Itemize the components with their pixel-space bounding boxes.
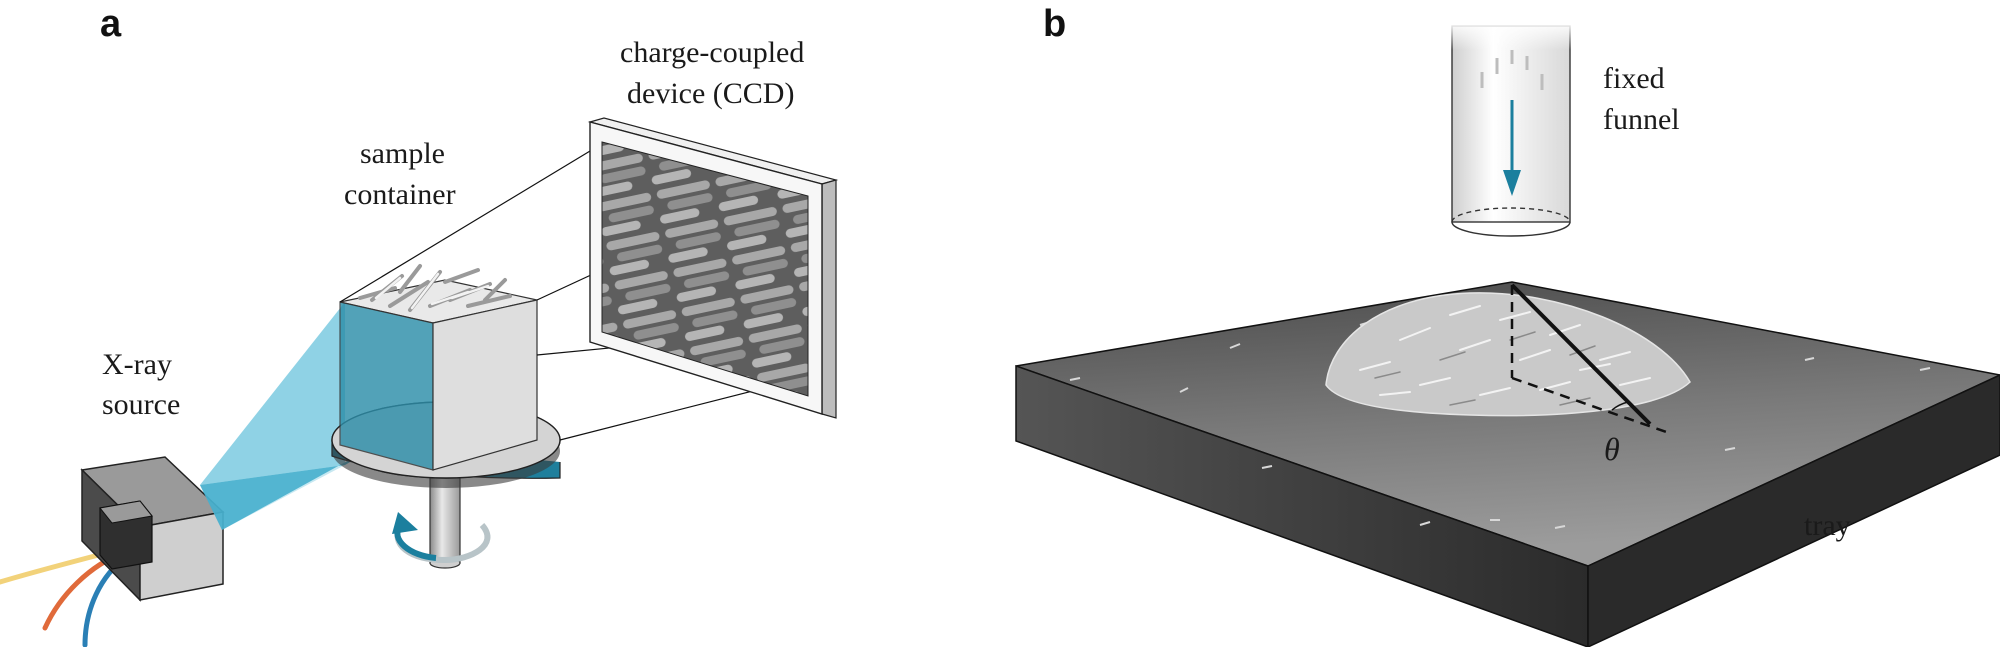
sample-rods-light: [374, 272, 490, 310]
panel-b-letter: b: [1043, 3, 1066, 45]
xray-source: [80, 456, 225, 602]
falling-grains: [1480, 50, 1544, 90]
fixed-funnel: [1450, 22, 1572, 237]
rotation-arrowhead: [392, 512, 418, 534]
funnel-label-line2: funnel: [1603, 103, 1680, 136]
ccd-label-line2: device (CCD): [627, 77, 794, 110]
granular-pile: [1325, 292, 1691, 417]
sample-container-label: sample container: [344, 137, 456, 211]
angle-arc: [1611, 401, 1629, 411]
slope-line: [1510, 283, 1652, 426]
ccd-label: charge-coupled device (CCD): [620, 36, 804, 110]
panel-b: b: [1015, 3, 2000, 647]
xray-source-label: X-ray source: [102, 348, 180, 421]
ccd-image: [601, 141, 809, 397]
sample-container-front: [339, 301, 434, 471]
tray-side: [1587, 374, 2000, 647]
xray-source-label-line1: X-ray: [102, 348, 172, 381]
flow-arrowhead: [1503, 170, 1521, 196]
sample-container-label-line2: container: [344, 178, 456, 211]
angle-label: θ: [1604, 431, 1620, 467]
sample-container-label-line1: sample: [360, 137, 445, 170]
panel-a: a: [0, 3, 839, 647]
funnel-label: fixed funnel: [1603, 62, 1680, 136]
sample-container-side: [432, 299, 538, 471]
turntable-pole: [429, 477, 461, 564]
angle-construction: [1510, 283, 1673, 436]
sample-container: [339, 264, 538, 471]
tray: [1015, 281, 2000, 647]
base-dashed-line: [1511, 376, 1673, 436]
funnel-label-line1: fixed: [1603, 62, 1665, 95]
xray-source-side: [139, 511, 224, 601]
panel-a-letter: a: [100, 3, 122, 45]
ccd-detector: [587, 117, 839, 419]
tray-front: [1015, 364, 1589, 647]
tray-label: tray: [1804, 509, 1851, 542]
xray-beam: [200, 302, 440, 530]
ccd-label-line1: charge-coupled: [620, 36, 804, 69]
xray-source-label-line2: source: [102, 388, 180, 421]
